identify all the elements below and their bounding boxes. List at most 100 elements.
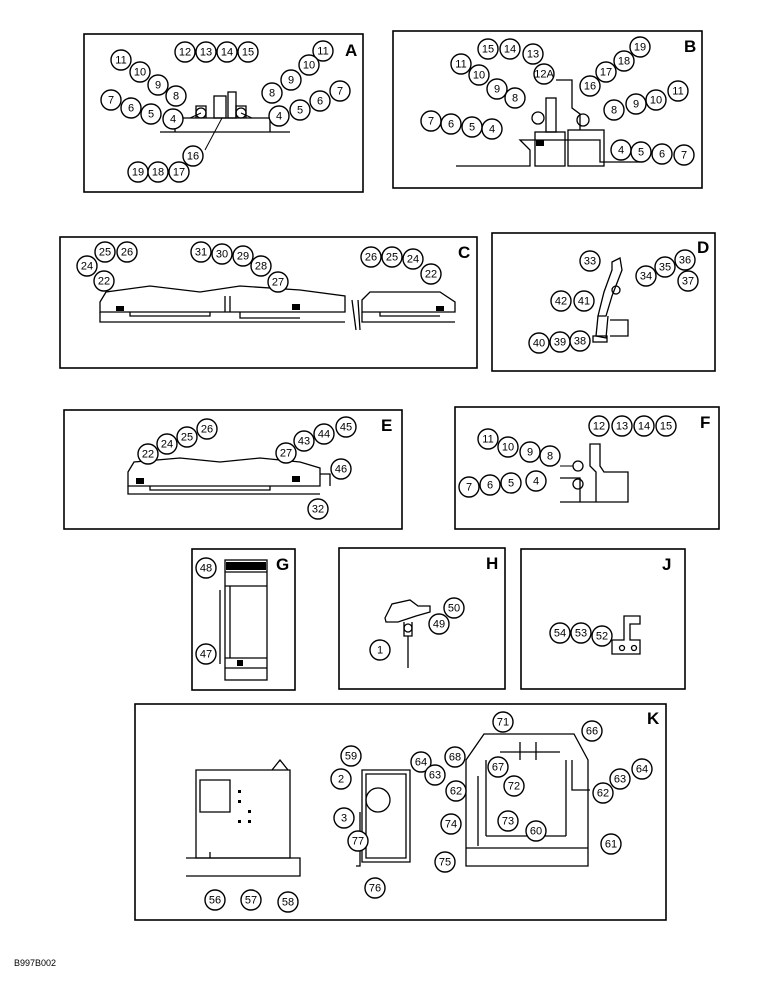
- callout-bubble: [232, 245, 254, 267]
- callout-e-46: 46: [330, 458, 352, 480]
- callout-a-5: 5: [140, 103, 162, 125]
- callout-bubble: [609, 768, 631, 790]
- callout-d-42: 42: [550, 290, 572, 312]
- callout-b-10: 10: [645, 89, 667, 111]
- callout-bubble: [629, 36, 651, 58]
- callout-bubble: [195, 41, 217, 63]
- panel-label-e: E: [381, 416, 392, 435]
- callout-number: 17: [600, 67, 612, 79]
- callout-b-8: 8: [504, 87, 526, 109]
- callout-number: 64: [636, 764, 648, 776]
- callout-number: 41: [578, 296, 590, 308]
- callout-number: 3: [341, 813, 347, 825]
- callout-bubble: [261, 82, 283, 104]
- callout-bubble: [335, 416, 357, 438]
- callout-bubble: [381, 246, 403, 268]
- panel-label-g: G: [276, 555, 289, 574]
- callout-bubble: [364, 877, 386, 899]
- callout-k-71: 71: [492, 711, 514, 733]
- callout-number: 15: [242, 47, 254, 59]
- callout-bubble: [677, 270, 699, 292]
- callout-bubble: [440, 813, 462, 835]
- callout-number: 4: [170, 114, 176, 126]
- callout-b-17: 17: [595, 61, 617, 83]
- callout-number: 27: [272, 277, 284, 289]
- callout-number: 47: [200, 649, 212, 661]
- callout-a-4: 4: [162, 108, 184, 130]
- callout-b-7: 7: [420, 110, 442, 132]
- callout-h-49: 49: [428, 613, 450, 635]
- callout-a-15: 15: [237, 41, 259, 63]
- callout-bubble: [340, 745, 362, 767]
- callout-bubble: [591, 625, 613, 647]
- callout-a-10: 10: [298, 54, 320, 76]
- callout-bubble: [165, 85, 187, 107]
- callout-b-8: 8: [603, 99, 625, 121]
- callout-number: 25: [386, 252, 398, 264]
- callout-number: 63: [614, 774, 626, 786]
- callout-k-75: 75: [434, 851, 456, 873]
- callout-f-9: 9: [519, 441, 541, 463]
- callout-number: 25: [99, 247, 111, 259]
- callout-b-14: 14: [499, 38, 521, 60]
- callout-bubble: [330, 768, 352, 790]
- callout-number: 4: [618, 145, 624, 157]
- callout-c-22: 22: [93, 270, 115, 292]
- callout-number: 29: [237, 251, 249, 263]
- callout-number: 10: [303, 60, 315, 72]
- callout-number: 26: [201, 424, 213, 436]
- callout-number: 14: [638, 421, 650, 433]
- callout-a-16: 16: [182, 145, 204, 167]
- callout-e-26: 26: [196, 418, 218, 440]
- callout-bubble: [468, 64, 490, 86]
- callout-b-10: 10: [468, 64, 490, 86]
- callout-a-4: 4: [268, 105, 290, 127]
- callout-h-50: 50: [443, 597, 465, 619]
- panel-d: D: [491, 232, 716, 372]
- callout-bubble: [500, 472, 522, 494]
- callout-number: 62: [597, 788, 609, 800]
- callout-number: 40: [533, 338, 545, 350]
- callout-k-60: 60: [525, 820, 547, 842]
- callout-d-34: 34: [635, 265, 657, 287]
- callout-k-3: 3: [333, 807, 355, 829]
- callout-bubble: [633, 415, 655, 437]
- panel-label-j: J: [662, 555, 671, 574]
- callout-b-19: 19: [629, 36, 651, 58]
- panel-label-h: H: [486, 554, 498, 573]
- callout-j-52: 52: [591, 625, 613, 647]
- callout-bubble: [440, 113, 462, 135]
- callout-k-63: 63: [424, 764, 446, 786]
- callout-number: 2: [338, 774, 344, 786]
- callout-bubble: [522, 43, 544, 65]
- callout-bubble: [611, 415, 633, 437]
- callout-c-29: 29: [232, 245, 254, 267]
- callout-bubble: [267, 271, 289, 293]
- callout-bubble: [487, 756, 509, 778]
- document-code: B997B002: [14, 958, 56, 968]
- callout-bubble: [94, 241, 116, 263]
- callout-bubble: [168, 161, 190, 183]
- callout-bubble: [654, 256, 676, 278]
- callout-bubble: [539, 445, 561, 467]
- callout-bubble: [497, 810, 519, 832]
- callout-f-14: 14: [633, 415, 655, 437]
- callout-number: 67: [492, 762, 504, 774]
- callout-number: 37: [682, 276, 694, 288]
- callout-number: 77: [352, 836, 364, 848]
- callout-number: 71: [497, 717, 509, 729]
- panel-label-k: K: [647, 709, 660, 728]
- callout-bubble: [116, 241, 138, 263]
- callout-number: 11: [672, 86, 683, 98]
- callout-bubble: [613, 50, 635, 72]
- callout-k-2: 2: [330, 768, 352, 790]
- callout-e-22: 22: [137, 443, 159, 465]
- callout-bubble: [458, 476, 480, 498]
- callout-number: 27: [280, 448, 292, 460]
- callout-bubble: [137, 443, 159, 465]
- callout-k-56: 56: [204, 889, 226, 911]
- callout-k-74: 74: [440, 813, 462, 835]
- callout-f-13: 13: [611, 415, 633, 437]
- callout-number: 10: [650, 95, 662, 107]
- callout-k-59: 59: [340, 745, 362, 767]
